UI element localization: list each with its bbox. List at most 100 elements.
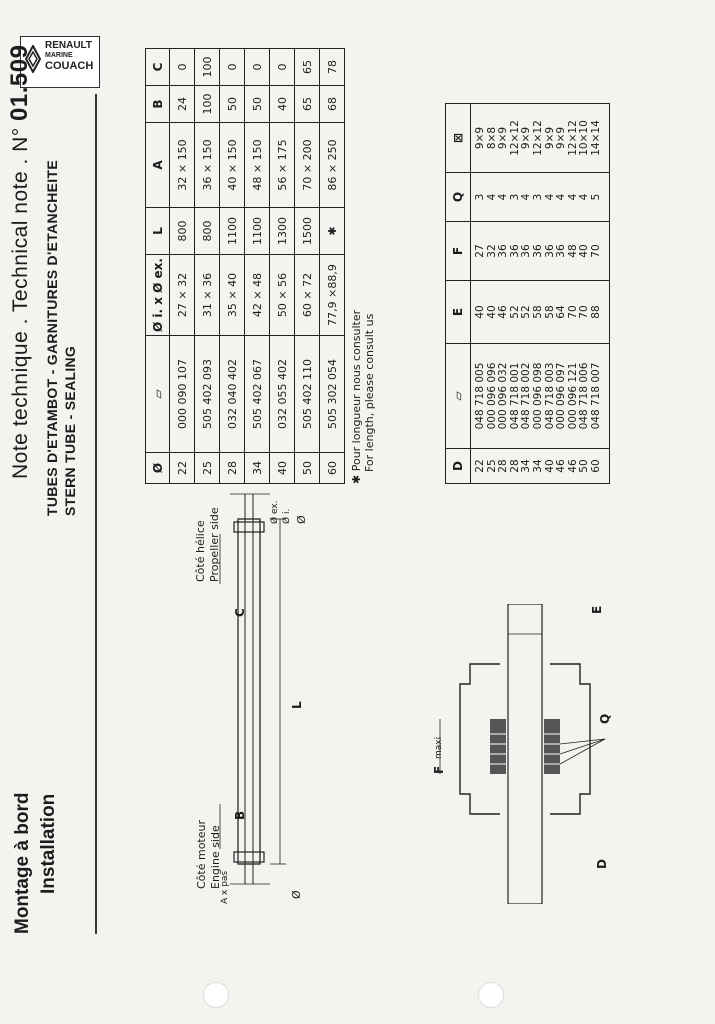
table-cell: 35 × 40 [219,254,245,336]
phi-i-label: Ø i. [282,508,292,524]
table-cell: 505 402 110 [294,335,320,453]
asterisk-icon: ✱ [350,474,363,484]
section-title-en: Installation [38,793,59,894]
table-cell: 42 × 48 [244,254,270,336]
table-cell: 86 × 250 [319,122,345,208]
table-cell: 31 × 36 [194,254,220,336]
table-cell: 800 [169,207,195,255]
col-inner-outer: Ø i. x Ø ex. [145,254,170,336]
table-cell: 28 [219,452,245,484]
table-cell: 70 [590,221,610,281]
table-cell: 032 040 402 [219,335,245,453]
table-cell: 9×9 [470,103,487,173]
punch-hole [478,982,504,1008]
table-cell: 22 [470,448,487,484]
col-square: ⊠ [445,103,471,173]
table-cell: 40 [470,280,487,344]
table-cell: 032 055 402 [269,335,295,453]
table-cell: 1300 [269,207,295,255]
length-note-en: For length, please consult us [363,313,376,472]
table-cell: 048 718 005 [470,343,487,449]
table-cell: 68 [319,85,345,123]
table-cell: 0 [244,48,270,86]
engine-side-label-fr: Côté moteur [195,819,208,889]
col-q: Q [445,172,471,222]
table-cell: 40 [269,85,295,123]
table-cell: 0 [169,48,195,86]
table-cell: 50 [244,85,270,123]
table-cell: 65 [294,85,320,123]
length-note: ✱ Pour longueur nous consulter For lengt… [350,310,376,484]
table-cell: 50 [294,452,320,484]
note-number: 01.509 [6,44,33,121]
table-cell: 64 [555,280,568,344]
table-cell: 1500 [294,207,320,255]
table-cell: 000 096 098 [532,343,545,449]
table-cell: 505 302 054 [319,335,345,453]
table-cell: 50 × 56 [269,254,295,336]
dim-f-label: F [432,765,446,774]
table-cell: 60 [319,452,345,484]
table-cell: 0 [269,48,295,86]
stern-tube-diagram [219,493,286,885]
logo-line2: MARINE [45,52,73,59]
table-cell: 100 [194,85,220,123]
table-cell: 22 [169,452,195,484]
col-reference: ▱ [145,335,170,453]
table-cell: 4 [555,172,568,222]
table-cell: 000 096 097 [555,343,568,449]
col-e: E [445,280,471,344]
table-cell: 14×14 [590,103,610,173]
table-cell: 25 [194,452,220,484]
col-l: L [145,207,170,255]
header-divider [95,94,97,934]
table-cell: 36 × 150 [194,122,220,208]
table-cell: 56 × 175 [269,122,295,208]
col-b: B [145,85,170,123]
table-cell: 60 × 72 [294,254,320,336]
table-cell: 505 402 067 [244,335,270,453]
col-a: A [145,122,170,208]
col-diameter: Ø [145,452,170,484]
dim-l-label: L [290,701,304,709]
table-cell: 100 [194,48,220,86]
q-label: Q [598,713,612,724]
table-cell: 5 [590,172,610,222]
table-cell: 3 [470,172,487,222]
dim-c-label: C [233,608,247,617]
table-cell: 000 090 107 [169,335,195,453]
table-cell: 800 [194,207,220,255]
table-cell: 12×12 [532,103,545,173]
subtitle-en: STERN TUBE - SEALING [62,345,78,516]
renault-couach-logo: RENAULT MARINE COUACH [20,36,100,88]
table-cell: 34 [244,452,270,484]
table-cell: 36 [555,221,568,281]
phi-ex-label: Ø ex. [270,500,280,524]
table-cell: 78 [319,48,345,86]
dim-d-label: D [595,859,609,869]
renault-diamond-icon [25,45,41,73]
reference-icon: ▱ [150,389,165,399]
table-cell: 60 [590,448,610,484]
dim-e-label: E [590,605,604,614]
col-reference: ▱ [445,343,471,449]
logo-line3: COUACH [45,60,94,72]
propeller-side-label-fr: Côté hélice [194,520,207,582]
section-title-fr: Montage à bord [12,792,33,934]
table-cell: 27 [470,221,487,281]
table-cell: 40 × 150 [219,122,245,208]
technical-note-title: Note technique . Technical note . N° 01.… [6,44,33,479]
table-cell: 50 [219,85,245,123]
table-cell: 0 [219,48,245,86]
table-cell: 36 [532,221,545,281]
length-note-fr: Pour longueur nous consulter [350,309,363,472]
